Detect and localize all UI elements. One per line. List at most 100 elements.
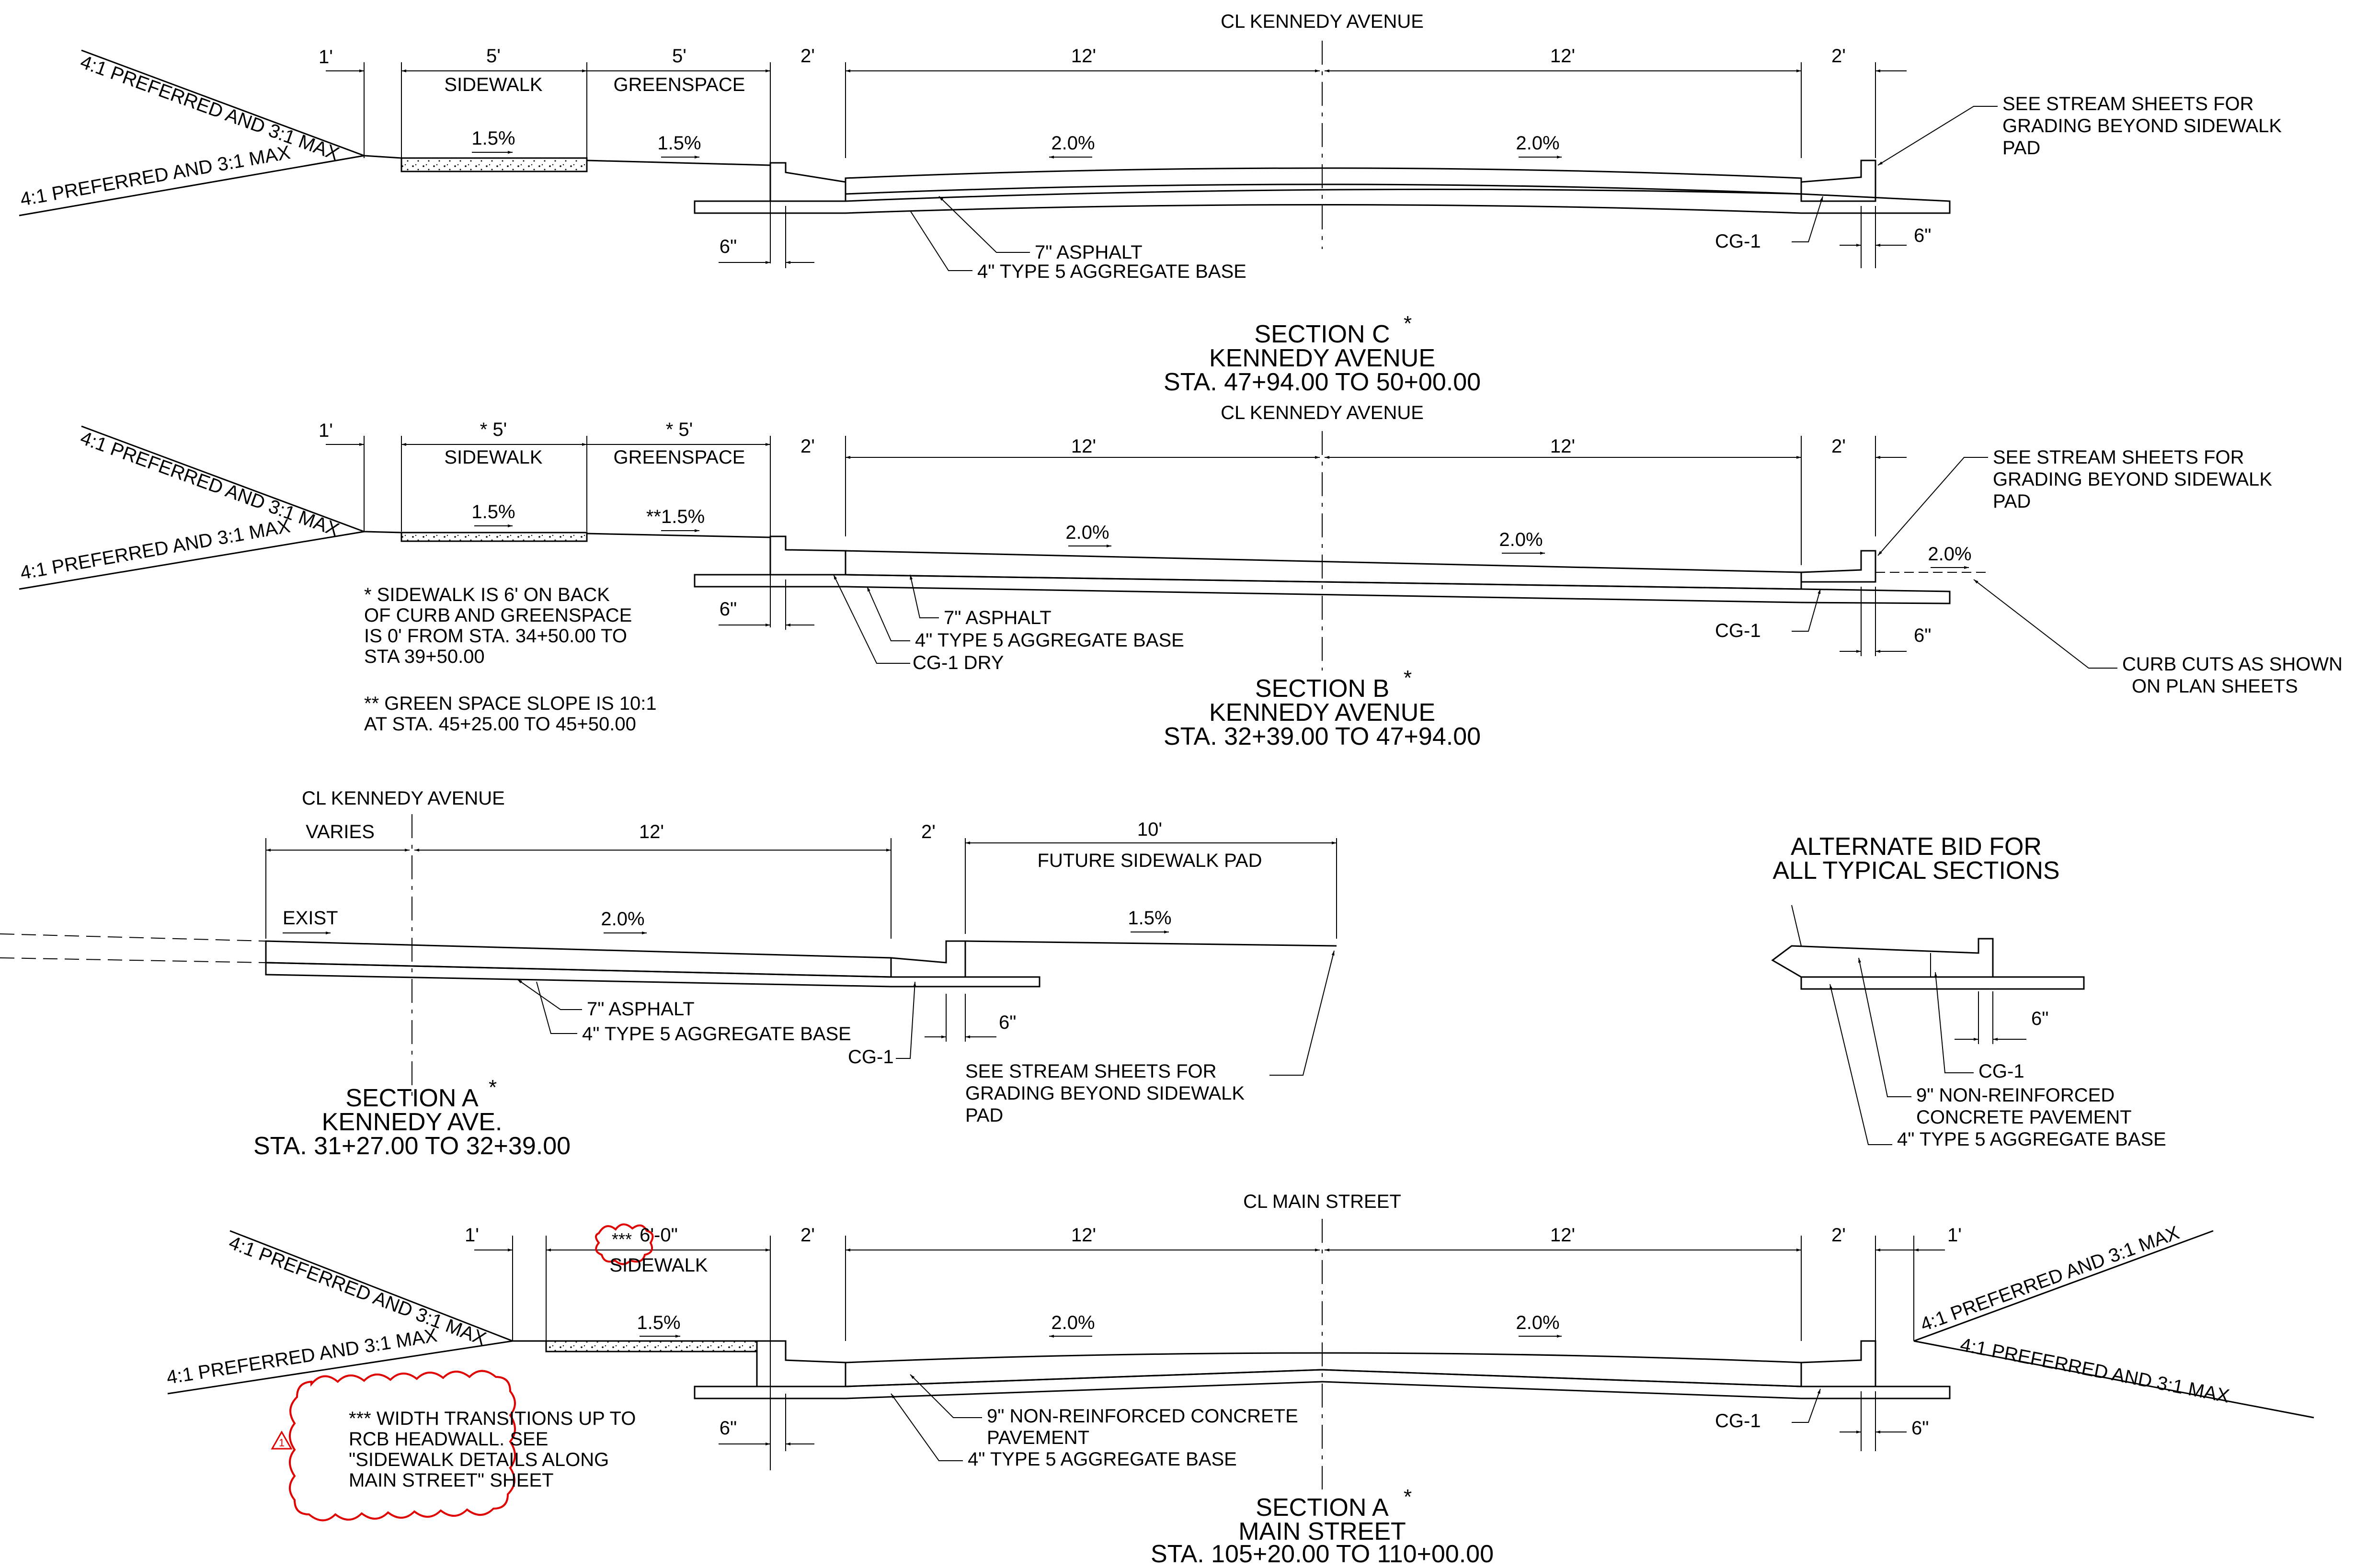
green-note-1: ** GREEN SPACE SLOPE IS 10:1 (364, 693, 657, 714)
dim-2ft-left: 2' (800, 1225, 815, 1246)
pad-label: FUTURE SIDEWALK PAD (1038, 850, 1262, 871)
alternate-title-1: ALTERNATE BID FOR (1791, 833, 2042, 861)
dim-2ft-left: 2' (800, 436, 815, 457)
sidewalk-note-1: * SIDEWALK IS 6' ON BACK (364, 584, 610, 605)
station-range: STA. 31+27.00 TO 32+39.00 (253, 1132, 571, 1160)
stream-note-3: PAD (965, 1105, 1003, 1126)
cut-slope-lower: 4:1 PREFERRED AND 3:1 MAX (19, 142, 292, 210)
asphalt-note: 7" ASPHALT (1035, 242, 1143, 263)
dimension-lines (326, 436, 1907, 627)
slope-greenspace: **1.5% (646, 506, 705, 527)
concrete-pavement (845, 1352, 1802, 1387)
section-title: SECTION A (345, 1084, 479, 1112)
stream-note-2: GRADING BEYOND SIDEWALK (1993, 469, 2272, 490)
slope-lane-left: 2.0% (1051, 133, 1095, 154)
dimension-lines (474, 1236, 1945, 1470)
dim-10ft: 10' (1137, 819, 1162, 840)
dim-6in-right: 6" (1911, 1418, 1929, 1439)
sidewalk-slab (400, 157, 588, 172)
sidewalk-note-2: OF CURB AND GREENSPACE (364, 605, 632, 626)
sidewalk-label: SIDEWALK (444, 447, 543, 468)
exist-label: EXIST (283, 908, 338, 929)
base-layer (694, 574, 1951, 604)
cloud-note-4: MAIN STREET" SHEET (349, 1470, 554, 1491)
curb-right (1800, 1340, 1876, 1387)
sidewalk-label: SIDEWALK (444, 74, 543, 95)
cut-slope-right-lower: 4:1 PREFERRED AND 3:1 MAX (1958, 1334, 2231, 1407)
sidewalk-slab (545, 1340, 758, 1352)
centerline-label: CL MAIN STREET (1243, 1191, 1401, 1212)
street-name: KENNEDY AVENUE (1209, 699, 1435, 727)
asphalt-note: 7" ASPHALT (587, 999, 695, 1020)
section-b: CL KENNEDY AVENUE 1' * 5' * 5' 2' 12' 12… (19, 402, 2343, 750)
slope-lane-left: 2.0% (1051, 1312, 1095, 1333)
dim-2ft: 2' (921, 821, 936, 842)
dim-6in: 6" (999, 1012, 1016, 1033)
dim-varies: VARIES (306, 821, 375, 842)
base-layer (694, 1369, 1951, 1399)
station-range: STA. 105+20.00 TO 110+00.00 (1151, 1540, 1494, 1568)
curb-cuts-note-2: ON PLAN SHEETS (2132, 676, 2298, 697)
curb-left (769, 535, 846, 576)
slope-greenspace: 1.5% (657, 133, 701, 154)
base-note: 4" TYPE 5 AGGREGATE BASE (1897, 1129, 2166, 1150)
cut-slope-lower: 4:1 PREFERRED AND 3:1 MAX (19, 515, 292, 584)
slope-lane-right: 2.0% (1516, 1312, 1559, 1333)
station-range: STA. 32+39.00 TO 47+94.00 (1164, 723, 1481, 750)
greenspace-label: GREENSPACE (614, 74, 745, 95)
pavement-slab (1771, 938, 1994, 978)
title-star: * (1404, 312, 1412, 335)
dim-lane-left: 12' (1071, 45, 1096, 67)
centerline-label: CL KENNEDY AVENUE (302, 788, 505, 809)
dim-6in-left: 6" (720, 1418, 737, 1439)
green-note-2: AT STA. 45+25.00 TO 45+50.00 (364, 714, 636, 735)
dim-6in-right: 6" (1914, 625, 1931, 646)
slope-sidewalk: 1.5% (471, 501, 515, 523)
cut-slope-left-upper: 4:1 PREFERRED AND 3:1 MAX (226, 1232, 489, 1350)
slope-sidewalk: 1.5% (471, 128, 515, 149)
dim-sidewalk: 5' (486, 45, 501, 67)
dim-lane-left: 12' (1071, 436, 1096, 457)
slope-lane-left: 2.0% (1065, 522, 1109, 543)
dim-1ft-left: 1' (465, 1225, 479, 1246)
cut-slope-left-lower: 4:1 PREFERRED AND 3:1 MAX (165, 1325, 439, 1388)
cloud-note-1: *** WIDTH TRANSITIONS UP TO (349, 1408, 636, 1429)
slope-lane: 2.0% (601, 909, 644, 930)
dim-sidewalk: * 5' (480, 419, 507, 440)
slope-lane-right: 2.0% (1499, 529, 1543, 550)
curb-note: CG-1 (1715, 1410, 1761, 1432)
section-a-main: CL MAIN STREET 1' *** 6'-0" 2' 12' 12' 2… (165, 1191, 2314, 1568)
stream-note-2: GRADING BEYOND SIDEWALK (965, 1083, 1245, 1104)
greenspace-label: GREENSPACE (614, 447, 745, 468)
cloud-note-3: "SIDEWALK DETAILS ALONG (349, 1449, 609, 1470)
pavement-note-2: CONCRETE PAVEMENT (1916, 1107, 2132, 1128)
curb-note: CG-1 (848, 1046, 894, 1068)
curb-right (1800, 550, 1876, 583)
title-star: * (1404, 666, 1412, 690)
stream-note-1: SEE STREAM SHEETS FOR (965, 1061, 1217, 1082)
curb-left (769, 162, 846, 202)
revision-cloud-note (289, 1370, 516, 1522)
pavement-note-1: 9" NON-REINFORCED (1916, 1085, 2115, 1106)
curb-note: CG-1 (1715, 231, 1761, 252)
sidewalk-note-3: IS 0' FROM STA. 34+50.00 TO (364, 625, 627, 647)
dim-2ft-right: 2' (1831, 436, 1846, 457)
stream-note-3: PAD (2002, 137, 2040, 159)
stream-note-1: SEE STREAM SHEETS FOR (1993, 447, 2244, 468)
rev-mark: *** (612, 1229, 632, 1249)
street-name: KENNEDY AVENUE (1209, 344, 1435, 372)
sidewalk-note-4: STA 39+50.00 (364, 646, 485, 667)
base-layer (1800, 976, 2085, 990)
dim-greenspace: 5' (672, 45, 686, 67)
stream-note-1: SEE STREAM SHEETS FOR (2002, 93, 2254, 114)
curb-dry-note: CG-1 DRY (913, 652, 1004, 673)
curb (890, 940, 966, 978)
stream-note-3: PAD (1993, 491, 2031, 512)
sidewalk-label: SIDEWALK (609, 1255, 708, 1276)
base-note: 4" TYPE 5 AGGREGATE BASE (582, 1023, 851, 1045)
revision-number: 1 (279, 1437, 285, 1449)
cut-slope-upper: 4:1 PREFERRED AND 3:1 MAX (78, 51, 342, 165)
dimension-lines (265, 838, 1337, 939)
dim-1ft: 1' (319, 46, 333, 68)
centerline-label: CL KENNEDY AVENUE (1221, 11, 1424, 32)
